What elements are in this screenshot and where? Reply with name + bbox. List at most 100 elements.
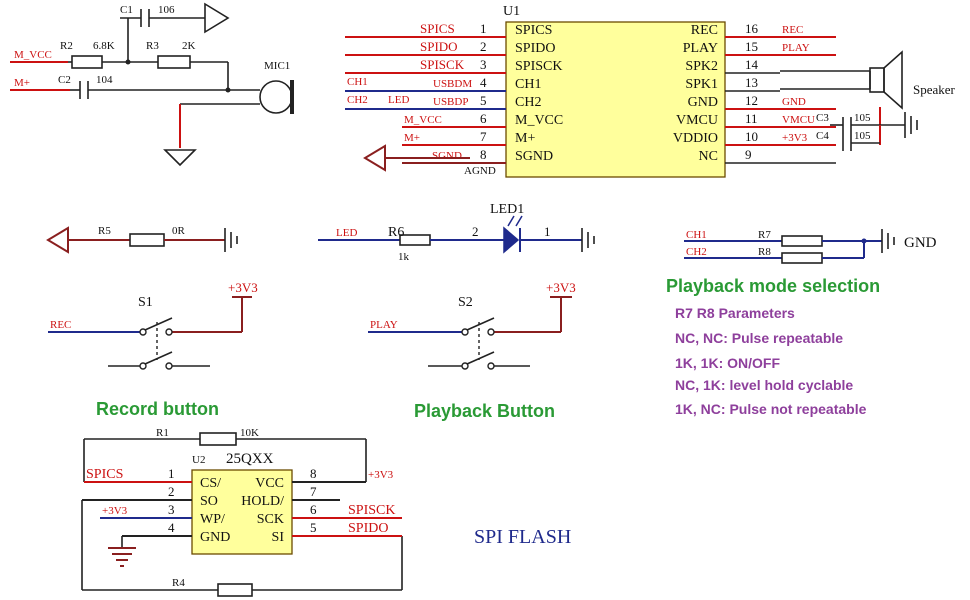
speaker-icon xyxy=(869,50,903,110)
u1-net-label: USBDM xyxy=(433,78,472,90)
mode-line-0: R7 R8 Parameters xyxy=(675,305,795,321)
speaker-label: Speaker xyxy=(913,82,956,97)
net-play: PLAY xyxy=(370,319,398,331)
u1-net-label: +3V3 xyxy=(782,132,808,144)
r2-value: 6.8K xyxy=(93,40,115,52)
u2-pin-number: 8 xyxy=(310,466,317,481)
net-ch2-r8: CH2 xyxy=(686,246,707,258)
net-led: LED xyxy=(388,94,409,106)
u1-pin-name: SPICS xyxy=(515,23,552,38)
u1-pin-number: 7 xyxy=(480,129,487,144)
r3-label: R3 xyxy=(146,40,159,52)
mode-resistors: CH1 CH2 R7 R8 GND xyxy=(684,229,937,264)
c1-label: C1 xyxy=(120,4,133,16)
led1-label: LED1 xyxy=(490,202,524,217)
speaker-circuit: Speaker C3 105 C4 105 xyxy=(780,50,956,151)
u1-pin-name: NC xyxy=(699,149,718,164)
u1-net-label: M+ xyxy=(404,132,420,144)
gnd-label: GND xyxy=(904,235,937,251)
r2-label: R2 xyxy=(60,40,73,52)
u1-net-label: SGND xyxy=(432,150,462,162)
u1-net-label: SPIDO xyxy=(420,39,458,54)
ground-icon xyxy=(881,229,895,253)
u1-net-label: SPISCK xyxy=(420,57,465,72)
u1-pin-number: 5 xyxy=(480,93,487,108)
ground-icon xyxy=(224,228,238,252)
r7-resistor xyxy=(781,235,823,247)
r8-resistor xyxy=(781,252,823,264)
u2-pin-number: 7 xyxy=(310,484,317,499)
s2-label: S2 xyxy=(458,295,473,310)
u2-pin-name: HOLD/ xyxy=(241,494,284,509)
spi-flash-title: SPI FLASH xyxy=(474,526,571,548)
ground-icon xyxy=(108,547,136,567)
u1-pin-name: PLAY xyxy=(683,41,718,56)
u1-pin-name: M+ xyxy=(515,131,535,146)
u2-body xyxy=(191,469,293,555)
sgnd-arrow-icon xyxy=(363,144,386,172)
c3-label: C3 xyxy=(816,112,829,124)
net-m-plus: M+ xyxy=(14,77,30,89)
u1-net-label: GND xyxy=(782,96,806,108)
u2-pin-name: VCC xyxy=(255,476,284,491)
u2-pin-number: 3 xyxy=(168,502,175,517)
u1-net-label: USBDP xyxy=(433,96,468,108)
u2-pin-number: 5 xyxy=(310,520,317,535)
r5-value: 0R xyxy=(172,225,186,237)
mic-circuit: C1 106 M_VCC R2 6.8K R3 2K M+ C2 104 xyxy=(10,2,294,167)
led-pin1: 1 xyxy=(544,224,551,239)
u2-pins: 1CS/SPICS2SO3WP/+3V34GND8VCC+3V37HOLD/6S… xyxy=(82,466,402,545)
u2-pin-name: SO xyxy=(200,494,218,509)
mode-line-2: 1K, 1K: ON/OFF xyxy=(675,355,780,371)
u2-net-label: SPIDO xyxy=(348,521,388,536)
u2-pin-number: 1 xyxy=(168,466,175,481)
u2-net-label: SPICS xyxy=(86,467,123,482)
microphone-icon xyxy=(259,80,294,114)
u1-net-label: REC xyxy=(782,24,803,36)
s1-switch: +3V3 REC S1 xyxy=(48,280,258,370)
u1-pin-number: 10 xyxy=(745,129,758,144)
led-circuit: LED R6 1k 2 LED1 1 xyxy=(318,202,595,263)
net-ch1: CH1 xyxy=(347,76,368,88)
r1-resistor xyxy=(199,432,237,446)
u1-pin-name: M_VCC xyxy=(515,113,563,128)
u2-pin-number: 6 xyxy=(310,502,317,517)
u2-net-label: +3V3 xyxy=(102,505,128,517)
sgnd-arrow-icon xyxy=(46,226,69,254)
u2-ref: U2 xyxy=(192,454,205,466)
r6-value: 1k xyxy=(398,251,410,263)
record-caption: Record button xyxy=(96,399,219,419)
r4-resistor xyxy=(217,583,253,597)
c2-label: C2 xyxy=(58,74,71,86)
r3-value: 2K xyxy=(182,40,196,52)
u2-pin-number: 4 xyxy=(168,520,175,535)
c2-value: 104 xyxy=(96,74,113,86)
c4-value: 105 xyxy=(854,130,871,142)
u2-pin-name: SCK xyxy=(257,512,284,527)
r1-value: 10K xyxy=(240,427,259,439)
u1-pin-name: SPK1 xyxy=(685,77,718,92)
u2-pin-name: CS/ xyxy=(200,476,221,491)
u2-pin-name: WP/ xyxy=(200,512,225,527)
r5-resistor xyxy=(129,233,165,247)
mode-title: Playback mode selection xyxy=(666,276,880,296)
agnd-label: AGND xyxy=(464,165,496,177)
u1-pin-name: GND xyxy=(688,95,718,110)
u1-pin-name: SGND xyxy=(515,149,553,164)
mode-line-3: NC, 1K: level hold cyclable xyxy=(675,377,853,393)
u1-body xyxy=(505,21,726,178)
u2-net-label: +3V3 xyxy=(368,469,394,481)
u1-pin-number: 8 xyxy=(480,147,487,162)
mode-line-4: 1K, NC: Pulse not repeatable xyxy=(675,401,867,417)
u1-pin-name: REC xyxy=(691,23,718,38)
ground-icon xyxy=(581,228,595,252)
r5-circuit: R5 0R xyxy=(46,225,238,254)
u1-net-label: M_VCC xyxy=(404,114,442,126)
u1-pin-name: CH1 xyxy=(515,77,541,92)
net-m-vcc: M_VCC xyxy=(14,49,52,61)
u1-pin-name: SPISCK xyxy=(515,59,562,74)
u1-pin-number: 15 xyxy=(745,39,758,54)
u1-pin-number: 1 xyxy=(480,21,487,36)
s2-switch: +3V3 PLAY S2 xyxy=(368,280,576,370)
